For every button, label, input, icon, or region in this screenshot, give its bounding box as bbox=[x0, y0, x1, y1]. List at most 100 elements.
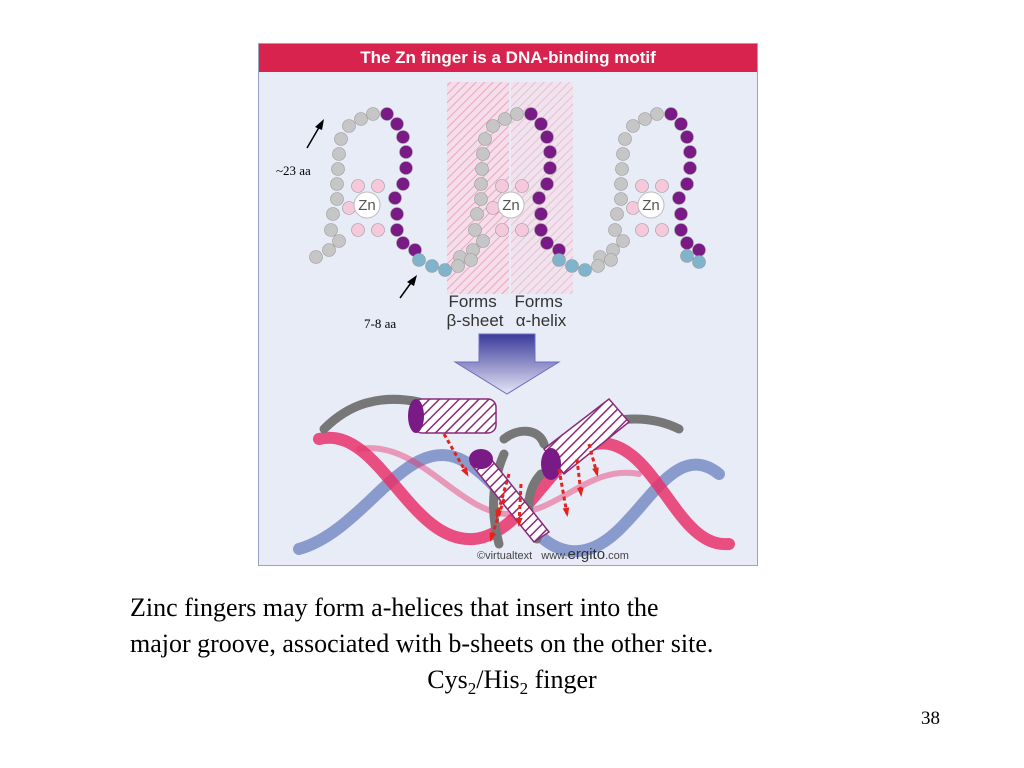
gray-bead bbox=[332, 234, 346, 248]
purple-bead bbox=[396, 177, 410, 191]
zinc-finger-3 bbox=[593, 107, 706, 264]
gray-bead bbox=[326, 207, 340, 221]
zinc-finger-2 bbox=[453, 107, 566, 264]
purple-bead bbox=[664, 107, 678, 121]
gray-bead bbox=[331, 162, 345, 176]
zinc-finger-1 bbox=[309, 107, 422, 264]
loop-pointer-arrow bbox=[306, 119, 324, 149]
purple-bead bbox=[396, 236, 410, 250]
gray-bead bbox=[614, 192, 628, 206]
gray-bead bbox=[330, 192, 344, 206]
gray-bead bbox=[475, 162, 489, 176]
gray-bead bbox=[464, 253, 478, 267]
slide-caption: Zinc fingers may form a-helices that ins… bbox=[100, 590, 924, 707]
caption-line-1: Zinc fingers may form a-helices that ins… bbox=[130, 593, 659, 622]
purple-bead bbox=[674, 117, 688, 131]
zinc-ion bbox=[353, 191, 381, 219]
purple-bead bbox=[390, 223, 404, 237]
purple-bead bbox=[543, 145, 557, 159]
page-number: 38 bbox=[921, 708, 940, 729]
purple-bead bbox=[680, 236, 694, 250]
linker-bead bbox=[692, 255, 706, 269]
alpha-helix-cylinder-1 bbox=[408, 398, 497, 434]
pink-bead bbox=[486, 201, 500, 215]
gray-bead bbox=[608, 223, 622, 237]
caption-sub-1: 2 bbox=[467, 679, 477, 699]
gray-bead bbox=[309, 250, 323, 264]
purple-bead bbox=[390, 207, 404, 221]
purple-bead bbox=[396, 130, 410, 144]
transition-arrow bbox=[453, 333, 561, 395]
gray-bead bbox=[474, 192, 488, 206]
gray-bead bbox=[468, 223, 482, 237]
pink-bead bbox=[626, 201, 640, 215]
linker-bead bbox=[552, 253, 566, 267]
zinc-finger-figure: Zn Zn Zn ~23 aa 7-8 aa Forms β-sheet For… bbox=[258, 43, 758, 566]
gray-bead bbox=[330, 177, 344, 191]
gray-bead bbox=[498, 112, 512, 126]
contact-arrow bbox=[557, 468, 569, 515]
zinc-ion bbox=[497, 191, 525, 219]
linker-bead bbox=[425, 259, 439, 273]
contact-arrow-head bbox=[562, 507, 570, 517]
gray-bead bbox=[616, 234, 630, 248]
gray-bead bbox=[476, 147, 490, 161]
pink-bead bbox=[495, 179, 509, 193]
purple-bead bbox=[540, 236, 554, 250]
pink-bead bbox=[351, 223, 365, 237]
gray-bead bbox=[470, 207, 484, 221]
zn-label-3: Zn bbox=[642, 197, 660, 214]
zn-label-1: Zn bbox=[358, 197, 376, 214]
gray-bead bbox=[610, 207, 624, 221]
purple-bead bbox=[672, 191, 686, 205]
gray-bead bbox=[451, 259, 465, 273]
purple-bead bbox=[543, 161, 557, 175]
linker-bead bbox=[412, 253, 426, 267]
pink-bead bbox=[495, 223, 509, 237]
dna-contact-arrows bbox=[442, 433, 599, 542]
gray-bead bbox=[332, 147, 346, 161]
purple-bead bbox=[380, 107, 394, 121]
contact-arrow-head bbox=[489, 532, 497, 542]
pink-bead bbox=[515, 179, 529, 193]
gray-bead bbox=[354, 112, 368, 126]
gray-bead bbox=[478, 132, 492, 146]
zn-label-2: Zn bbox=[502, 197, 520, 214]
gray-bead bbox=[591, 259, 605, 273]
caption-sub-2: 2 bbox=[519, 679, 529, 699]
linker-length-label: 7-8 aa bbox=[364, 316, 396, 331]
gray-bead bbox=[615, 162, 629, 176]
purple-bead bbox=[692, 243, 706, 257]
pink-bead bbox=[351, 179, 365, 193]
purple-bead bbox=[680, 130, 694, 144]
contact-arrow bbox=[495, 473, 511, 517]
linker-beads bbox=[412, 249, 706, 277]
pink-bead bbox=[635, 179, 649, 193]
gray-bead bbox=[650, 107, 664, 121]
purple-bead bbox=[674, 207, 688, 221]
credit-text: ©virtualtext www.ergito.com bbox=[477, 546, 629, 563]
gray-bead bbox=[366, 107, 380, 121]
contact-arrow bbox=[442, 433, 469, 475]
purple-bead bbox=[399, 145, 413, 159]
gray-bead bbox=[618, 132, 632, 146]
purple-bead bbox=[534, 207, 548, 221]
purple-bead bbox=[532, 191, 546, 205]
caption-line-2: major groove, associated with b-sheets o… bbox=[130, 629, 714, 658]
pink-bead bbox=[635, 223, 649, 237]
purple-bead bbox=[540, 177, 554, 191]
gray-bead bbox=[324, 223, 338, 237]
caption-finger: finger bbox=[528, 665, 597, 694]
caption-his: /His bbox=[476, 665, 520, 694]
purple-bead bbox=[674, 223, 688, 237]
linker-bead bbox=[565, 259, 579, 273]
forms-beta-label: Forms β-sheet bbox=[446, 292, 503, 330]
purple-bead bbox=[534, 223, 548, 237]
caption-line-3: Cys2/His2 finger bbox=[100, 662, 924, 707]
purple-bead bbox=[680, 177, 694, 191]
gray-bead bbox=[638, 112, 652, 126]
contact-arrow bbox=[489, 498, 506, 540]
pink-bead bbox=[371, 223, 385, 237]
gray-bead bbox=[616, 147, 630, 161]
caption-cys: Cys bbox=[427, 665, 468, 694]
